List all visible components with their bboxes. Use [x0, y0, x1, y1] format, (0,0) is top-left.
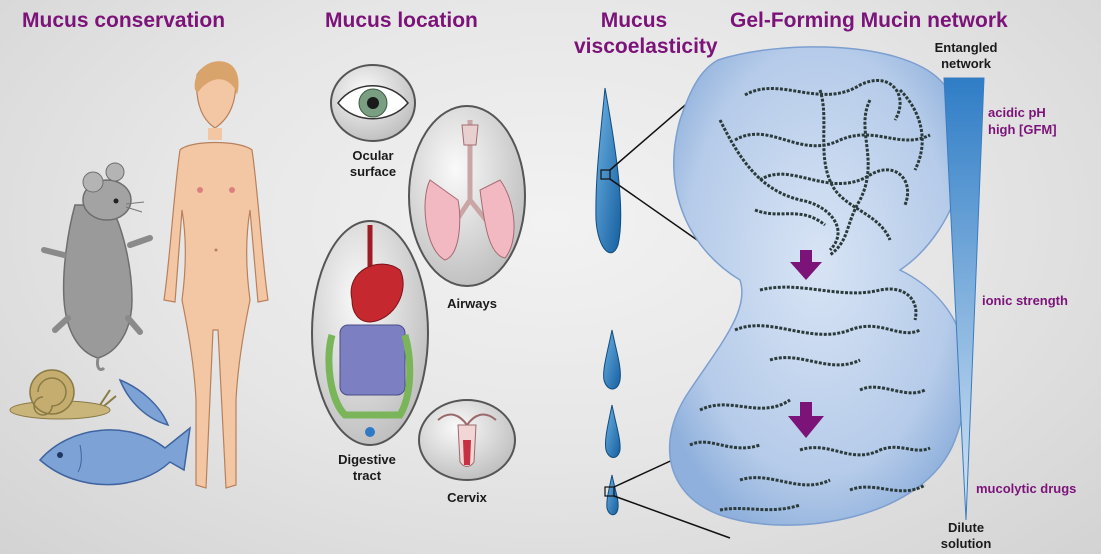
airways-oval [409, 106, 525, 286]
label-ocular-line2: surface [338, 164, 408, 180]
label-ocular-line1: Ocular [338, 148, 408, 164]
human-illustration [164, 61, 268, 488]
label-digestive-line1: Digestive [322, 452, 412, 468]
label-entangled-line2: network [916, 56, 1016, 72]
title-mucus-conservation: Mucus conservation [22, 8, 225, 34]
title-mucus-location: Mucus location [325, 8, 478, 34]
mucus-drops [596, 88, 621, 515]
label-cervix: Cervix [427, 490, 507, 506]
label-mucolytic-drugs: mucolytic drugs [976, 480, 1076, 497]
title-viscoelasticity-line1: Mucus [574, 8, 694, 34]
eye-oval [331, 65, 415, 141]
label-dilute-line2: solution [916, 536, 1016, 552]
snail-illustration [10, 370, 116, 419]
digestive-oval [312, 221, 428, 445]
label-digestive-tract: Digestive tract [322, 452, 412, 484]
label-ionic-strength: ionic strength [982, 292, 1068, 309]
title-viscoelasticity-line2: viscoelasticity [574, 34, 694, 60]
concentration-wedge [944, 78, 984, 520]
mucin-network-blob [670, 47, 968, 525]
label-acidic-ph-high-gfm: acidic pH high [GFM] [988, 104, 1057, 138]
label-acidic-ph: acidic pH [988, 104, 1057, 121]
label-digestive-line2: tract [322, 468, 412, 484]
label-airways: Airways [432, 296, 512, 312]
label-entangled-network: Entangled network [916, 40, 1016, 72]
cervix-oval [419, 400, 515, 480]
label-entangled-line1: Entangled [916, 40, 1016, 56]
label-dilute-solution: Dilute solution [916, 520, 1016, 552]
label-dilute-line1: Dilute [916, 520, 1016, 536]
title-mucus-viscoelasticity: Mucus viscoelasticity [574, 8, 694, 60]
label-ocular-surface: Ocular surface [338, 148, 408, 180]
label-high-gfm: high [GFM] [988, 121, 1057, 138]
title-gel-forming-mucin-network: Gel-Forming Mucin network [730, 8, 1008, 34]
mouse-illustration [44, 163, 150, 370]
